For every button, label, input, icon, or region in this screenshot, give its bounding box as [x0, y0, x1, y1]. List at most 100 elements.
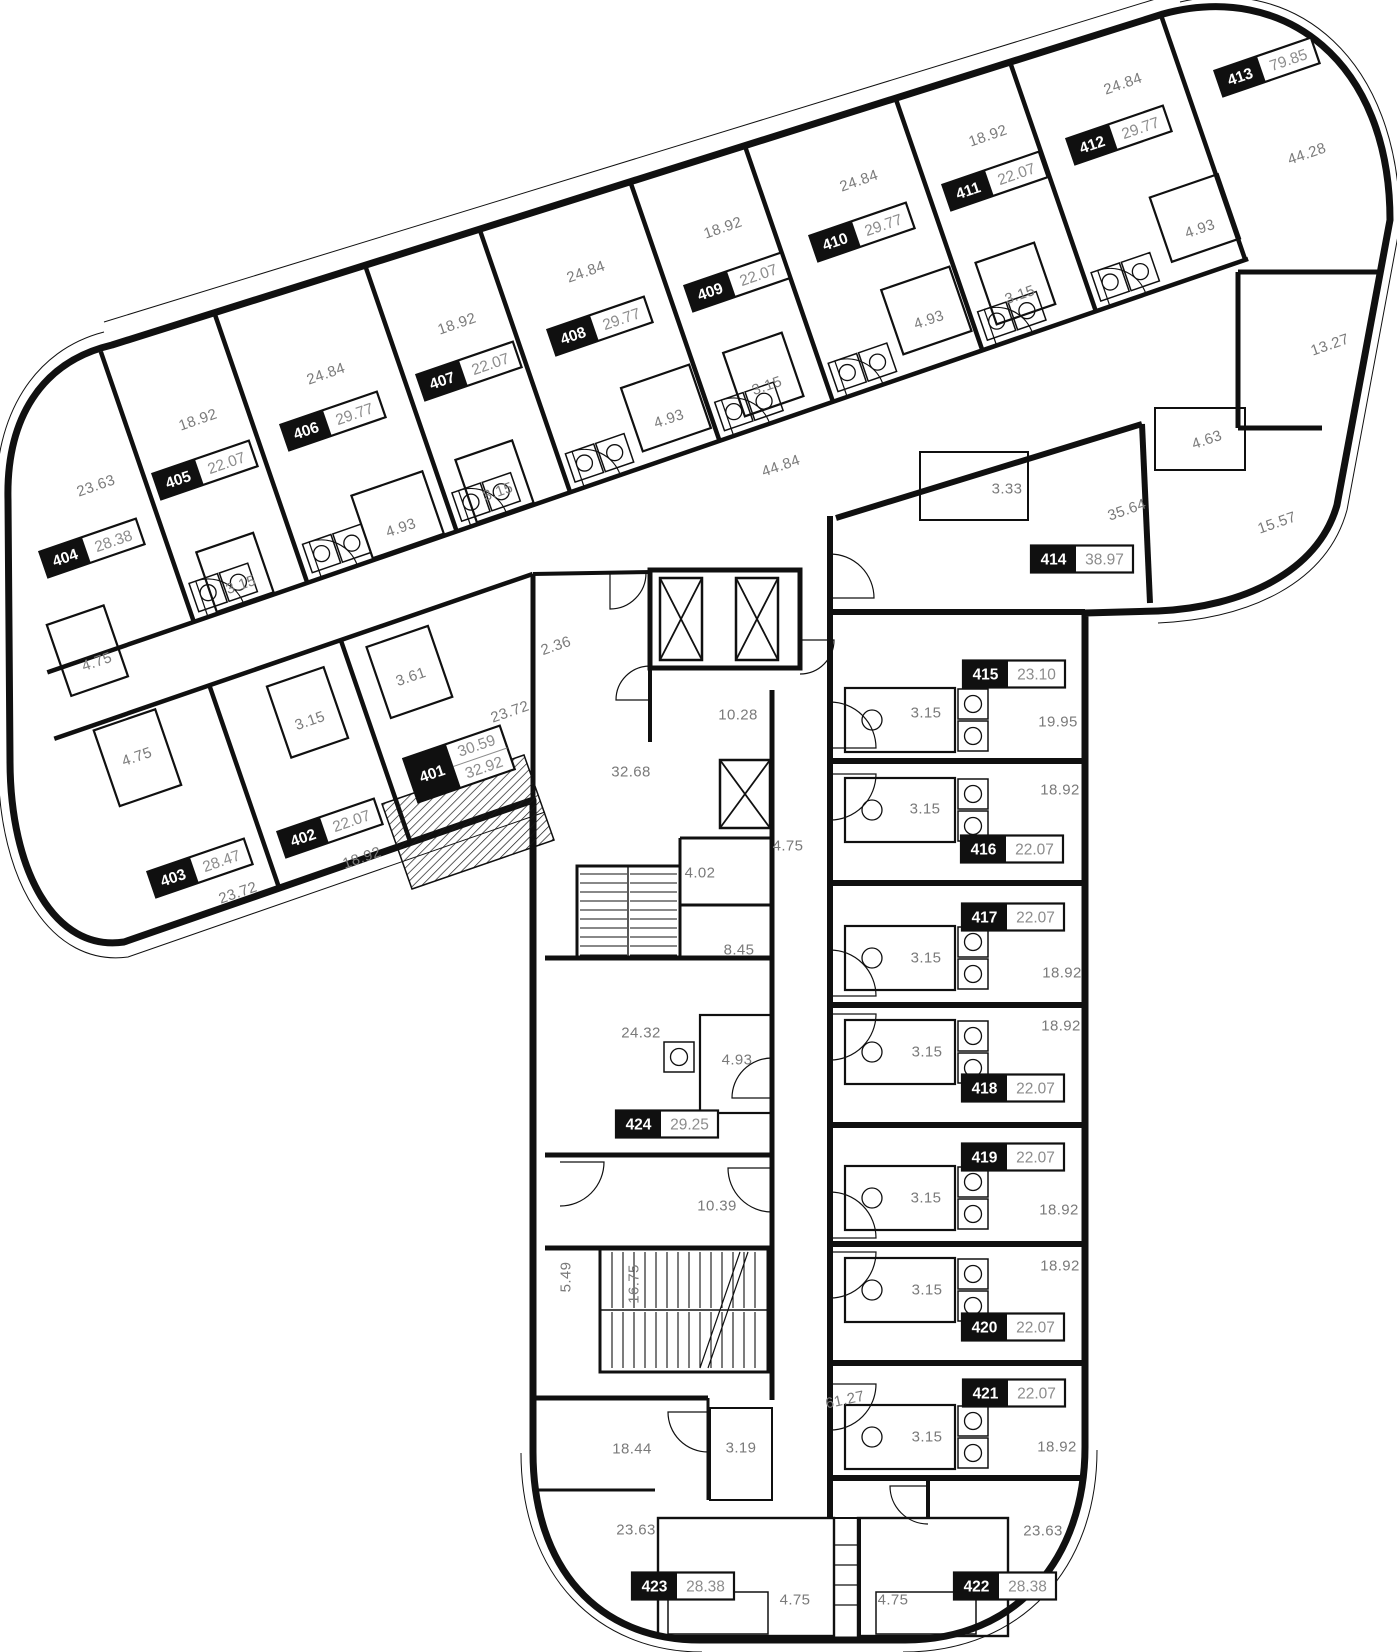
kitchen-fixture — [957, 720, 989, 752]
area-label: 24.84 — [565, 258, 608, 287]
bathroom-walls — [879, 265, 973, 356]
unit-area: 22.07 — [1015, 842, 1054, 859]
kitchen-fixture — [663, 1041, 695, 1073]
badge-border — [960, 1312, 1066, 1342]
bathroom-walls — [843, 776, 957, 844]
bathroom-walls — [974, 241, 1057, 326]
area-label: 4.75 — [773, 838, 804, 855]
bathroom-walls — [919, 451, 1029, 521]
area-label: 23.72 — [489, 698, 532, 727]
unit-number: 424 — [626, 1117, 652, 1134]
kitchen-fixture — [744, 381, 785, 422]
door-arc — [829, 1013, 877, 1061]
door-arc — [983, 306, 1034, 346]
bathroom-walls — [194, 531, 275, 614]
unit-area: 22.07 — [1016, 910, 1055, 927]
badge-number-cell — [416, 360, 468, 401]
area-label: 10.28 — [718, 707, 758, 724]
bathroom-walls — [843, 1164, 957, 1232]
area-label: 18.92 — [341, 844, 384, 873]
badge-number-cell — [1031, 545, 1076, 573]
door-arc — [829, 701, 877, 749]
elevator-icon — [734, 576, 780, 662]
badge-number-cell — [809, 221, 861, 262]
door-arc — [571, 448, 621, 488]
unit-area: 22.07 — [1017, 1386, 1056, 1403]
stove-icon — [669, 1047, 689, 1067]
badge-border — [959, 834, 1065, 864]
stove-icon — [963, 1296, 983, 1316]
area-label: 3.15 — [911, 705, 942, 722]
stove-icon — [963, 1264, 983, 1284]
door-arc — [308, 539, 358, 579]
stove-icon — [343, 534, 361, 552]
corridor-wall — [53, 571, 534, 741]
badge-border — [630, 1571, 736, 1601]
badge-border — [960, 902, 1066, 932]
bathroom-walls — [619, 363, 713, 453]
bathroom-walls — [1148, 172, 1242, 264]
door-arc — [609, 572, 647, 610]
facade-line — [520, 1452, 703, 1652]
bathroom-walls — [843, 1256, 957, 1324]
unit-area: 38.97 — [1085, 552, 1124, 569]
badge-number-cell — [962, 1143, 1007, 1171]
toilet-icon — [861, 709, 883, 731]
area-label: 44.84 — [760, 452, 803, 481]
area-label: 3.15 — [911, 950, 942, 967]
unit-number: 417 — [972, 910, 998, 927]
elevator-icon — [718, 758, 772, 830]
toilet-icon — [861, 947, 883, 969]
area-label: 4.75 — [878, 1592, 909, 1609]
toilet-icon — [861, 1279, 883, 1301]
badge-border — [940, 150, 1050, 212]
unit-area: 23.10 — [1017, 667, 1056, 684]
badge-border — [1212, 36, 1322, 98]
area-label: 18.92 — [1040, 1258, 1080, 1275]
badge-border — [414, 340, 524, 402]
kitchen-fixture — [218, 562, 259, 603]
stove-icon — [963, 1443, 983, 1463]
badge-number-cell — [1214, 56, 1266, 97]
stove-icon — [963, 1411, 983, 1431]
door-arc — [829, 1251, 877, 1299]
area-label: 3.15 — [911, 1190, 942, 1207]
stove-icon — [725, 402, 743, 421]
bathroom-walls — [709, 1407, 773, 1501]
kitchen-fixture — [1090, 262, 1131, 303]
badge-number-cell — [39, 537, 91, 578]
area-label: 24.84 — [1102, 70, 1145, 99]
badge-number-cell — [963, 660, 1008, 688]
area-label: 4.93 — [652, 406, 687, 432]
badge-number-cell — [963, 1379, 1008, 1407]
elevator-icon — [659, 577, 703, 661]
area-label: 32.68 — [611, 764, 651, 781]
unit-area: 22.07 — [1016, 1150, 1055, 1167]
area-label: 35.64 — [1106, 496, 1149, 525]
door-arc — [829, 949, 877, 997]
stove-icon — [963, 1026, 983, 1046]
room-divider-wall — [894, 100, 985, 352]
unit-badge-417: 417 22.07 — [960, 902, 1066, 932]
area-label: 4.93 — [722, 1052, 753, 1069]
stove-icon — [1101, 273, 1119, 291]
area-label: 18.92 — [177, 406, 220, 435]
room-divider-wall — [1008, 64, 1098, 313]
stove-icon — [492, 483, 510, 501]
door-arc — [731, 1057, 773, 1099]
area-label: 24.84 — [838, 167, 881, 196]
badge-number-cell — [962, 1313, 1007, 1341]
kitchen-fixture — [564, 443, 605, 484]
badge-border — [275, 797, 385, 859]
area-label: 44.28 — [1286, 140, 1329, 169]
bathroom-walls — [45, 604, 130, 698]
outer-walls — [4, 3, 1394, 1644]
corridor-wall — [46, 256, 1249, 675]
toilet-icon — [861, 1187, 883, 1209]
